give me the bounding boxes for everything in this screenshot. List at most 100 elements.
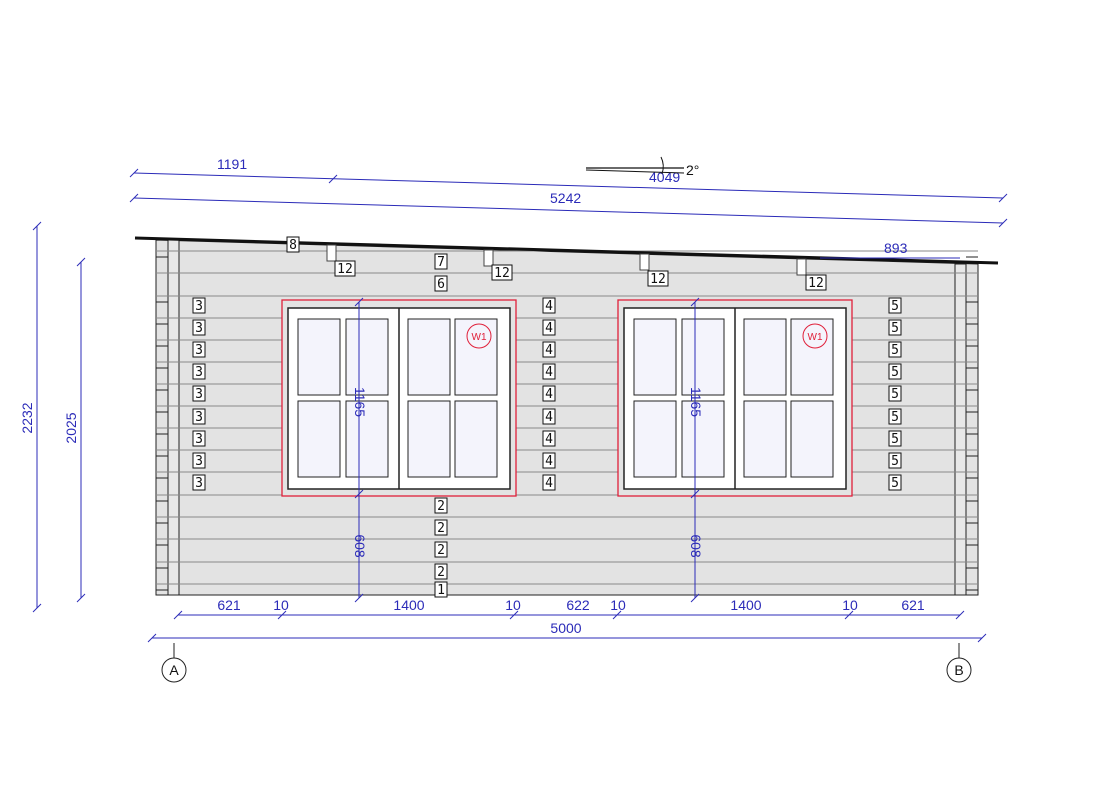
log-tag-box bbox=[888, 297, 902, 314]
dim-tick bbox=[354, 297, 364, 307]
window-tag: W1 bbox=[472, 332, 487, 343]
window-pane bbox=[407, 318, 451, 396]
dim-tick bbox=[32, 603, 42, 613]
dim-tick bbox=[998, 218, 1008, 228]
bottom-dimensions bbox=[147, 614, 987, 643]
log-number-tag: 6 bbox=[434, 275, 448, 292]
dim-line-top bbox=[133, 172, 1004, 199]
window-height-dim: 1165 bbox=[352, 387, 368, 417]
log-tag-box bbox=[434, 253, 448, 270]
wall bbox=[155, 239, 979, 596]
window-pane bbox=[345, 400, 389, 478]
log-number-tag: 5 bbox=[888, 319, 902, 336]
dim-overall-top: 5242 bbox=[550, 190, 581, 206]
log-tag-box bbox=[192, 385, 206, 402]
log-tag-box bbox=[192, 341, 206, 358]
window-pane bbox=[454, 400, 498, 478]
log-tag-label: 12 bbox=[808, 276, 824, 291]
log-tag-box bbox=[542, 341, 556, 358]
window-pane bbox=[743, 400, 787, 478]
dim-tick bbox=[690, 489, 700, 499]
log-number-tag: 4 bbox=[542, 297, 556, 314]
purlins bbox=[326, 244, 807, 276]
log-tag-box bbox=[542, 408, 556, 425]
log-tag-box bbox=[542, 363, 556, 380]
log-number-tag: 8 bbox=[286, 236, 300, 253]
dim-height-inner: 2025 bbox=[63, 412, 79, 443]
corner-post-left bbox=[167, 239, 180, 596]
left-dimensions bbox=[32, 221, 86, 613]
dim-segment-bottom: 10 bbox=[842, 597, 858, 613]
window-pane bbox=[743, 318, 787, 396]
log-tag-label: 3 bbox=[195, 365, 203, 380]
window-tag-circle bbox=[802, 323, 828, 349]
log-tag-label: 3 bbox=[195, 476, 203, 491]
dim-tick bbox=[612, 610, 622, 620]
window-tag-circle bbox=[466, 323, 492, 349]
dim-segment-bottom: 621 bbox=[217, 597, 241, 613]
log-tag-box bbox=[542, 319, 556, 336]
log-tag-label: 3 bbox=[195, 454, 203, 469]
log-tag-label: 5 bbox=[891, 343, 899, 358]
log-number-tag: 7 bbox=[434, 253, 448, 270]
dim-tick bbox=[173, 610, 183, 620]
log-tag-label: 2 bbox=[437, 565, 445, 580]
angle-slope bbox=[585, 169, 685, 174]
window-pane bbox=[297, 400, 341, 478]
log-tag-box bbox=[192, 408, 206, 425]
grid-label-a: A bbox=[169, 662, 179, 678]
log-number-tag: 3 bbox=[192, 319, 206, 336]
log-number-tag: 2 bbox=[434, 519, 448, 536]
purlin-end bbox=[796, 258, 807, 276]
log-number-tag: 12 bbox=[334, 260, 356, 277]
log-number-tag: 4 bbox=[542, 363, 556, 380]
log-tag-label: 12 bbox=[650, 272, 666, 287]
log-number-tag: 12 bbox=[647, 270, 669, 287]
log-tag-label: 2 bbox=[437, 543, 445, 558]
log-tag-label: 6 bbox=[437, 277, 445, 292]
window-pane bbox=[681, 318, 725, 396]
dim-height-outer: 2232 bbox=[19, 402, 35, 433]
log-tag-box bbox=[192, 363, 206, 380]
dim-segment-bottom: 621 bbox=[901, 597, 925, 613]
log-tag-box bbox=[434, 519, 448, 536]
purlin-end bbox=[639, 253, 650, 271]
window-sill-dim: 608 bbox=[688, 534, 704, 558]
log-tag-box bbox=[888, 474, 902, 491]
log-number-tag: 3 bbox=[192, 452, 206, 469]
log-number-tag: 5 bbox=[888, 297, 902, 314]
window-pane bbox=[407, 400, 451, 478]
log-tag-label: 5 bbox=[891, 365, 899, 380]
window-pane bbox=[454, 318, 498, 396]
purlin-end bbox=[483, 249, 494, 267]
log-number-tag: 4 bbox=[542, 408, 556, 425]
log-tag-box bbox=[434, 497, 448, 514]
angle-arc bbox=[660, 156, 664, 175]
log-number-tag: 1 bbox=[434, 581, 448, 598]
window-height-dim: 1165 bbox=[688, 387, 704, 417]
roof-line bbox=[134, 236, 999, 265]
dim-overhang: 893 bbox=[884, 240, 908, 256]
log-number-tag: 4 bbox=[542, 430, 556, 447]
log-number-tag: 3 bbox=[192, 297, 206, 314]
log-tag-box bbox=[888, 363, 902, 380]
log-number-tag: 3 bbox=[192, 363, 206, 380]
window-pane bbox=[790, 318, 834, 396]
log-tag-label: 2 bbox=[437, 521, 445, 536]
log-tag-box bbox=[647, 270, 669, 287]
log-tag-box bbox=[286, 236, 300, 253]
dim-segment-bottom: 1400 bbox=[393, 597, 424, 613]
log-tag-label: 12 bbox=[337, 262, 353, 277]
dim-segment-bottom: 10 bbox=[273, 597, 289, 613]
log-tag-label: 4 bbox=[545, 343, 553, 358]
grid-label-b: B bbox=[954, 662, 963, 678]
purlin-end bbox=[326, 244, 337, 262]
dim-tick bbox=[76, 593, 86, 603]
log-tag-box bbox=[888, 452, 902, 469]
log-tag-label: 4 bbox=[545, 476, 553, 491]
log-number-tag: 3 bbox=[192, 474, 206, 491]
dim-tick bbox=[129, 193, 139, 203]
